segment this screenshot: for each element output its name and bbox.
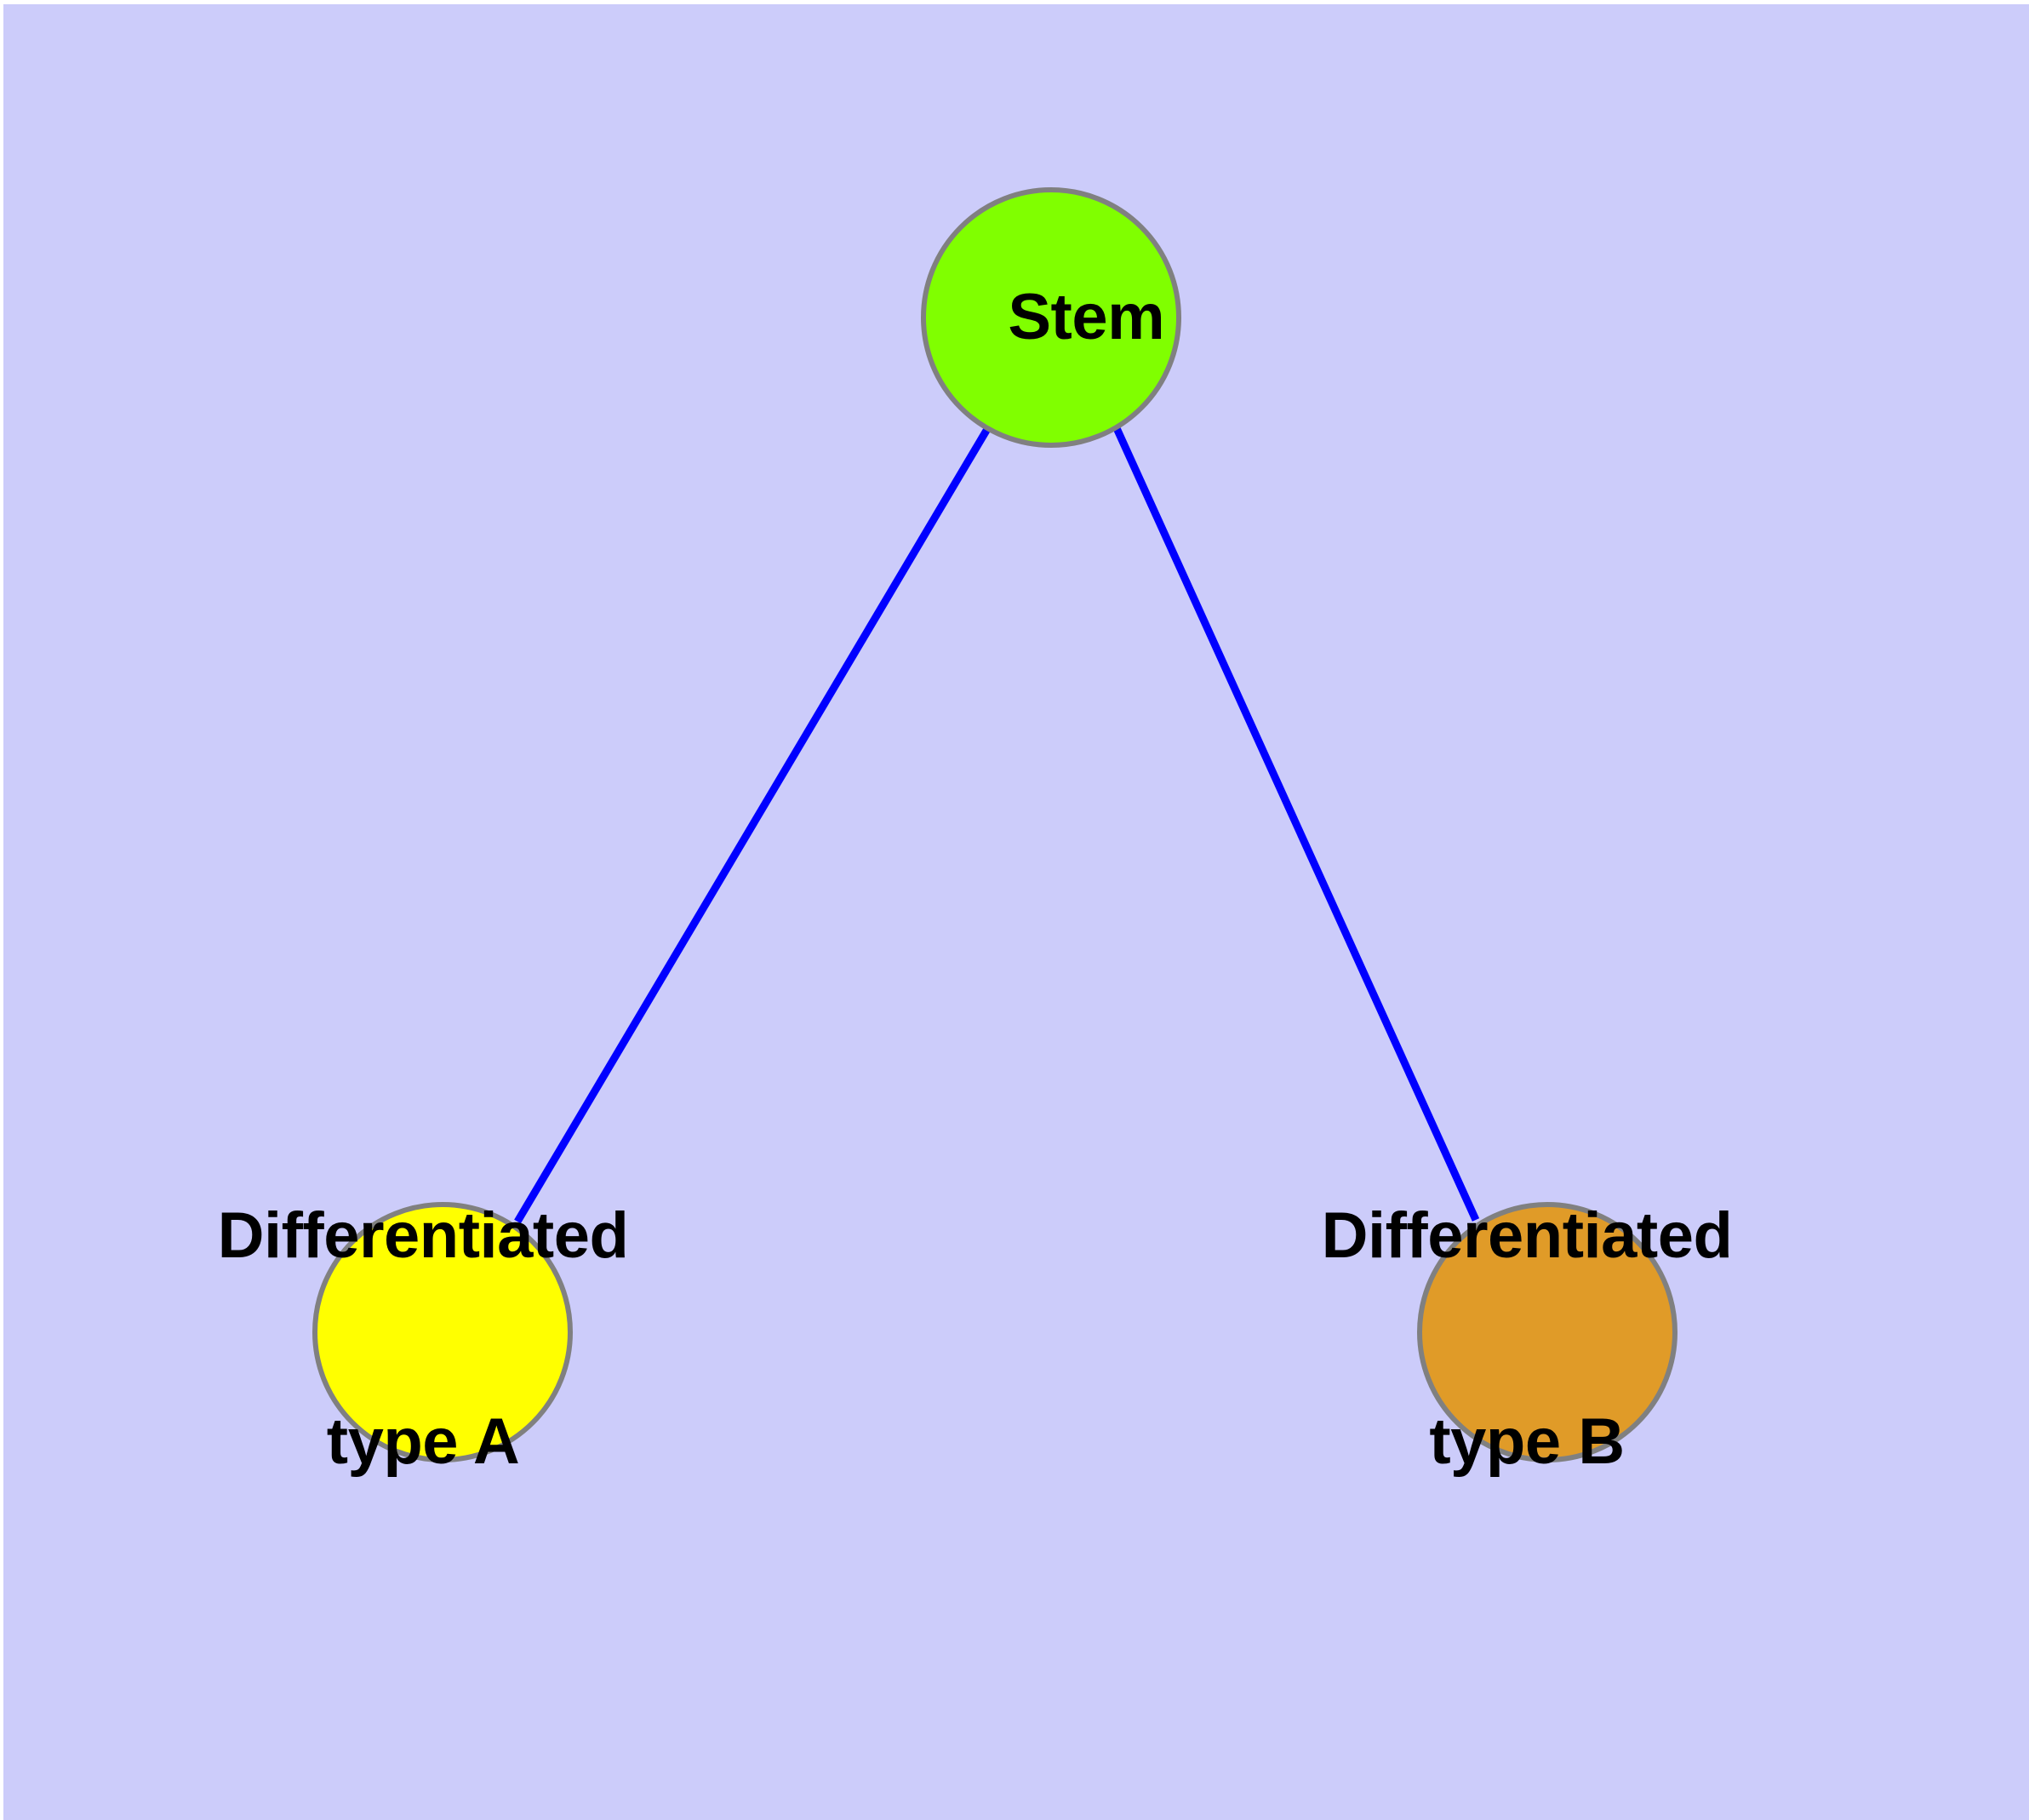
node-differentiated-type-a[interactable] [312, 1202, 573, 1462]
node-layer [312, 187, 1677, 1462]
edge-stem-to-differentiated-type-a[interactable] [514, 426, 991, 1224]
edge-stem-to-differentiated-type-b[interactable] [1112, 426, 1480, 1222]
edge-layer [514, 426, 1480, 1224]
node-stem[interactable] [921, 187, 1181, 448]
node-differentiated-type-b[interactable] [1417, 1202, 1677, 1462]
